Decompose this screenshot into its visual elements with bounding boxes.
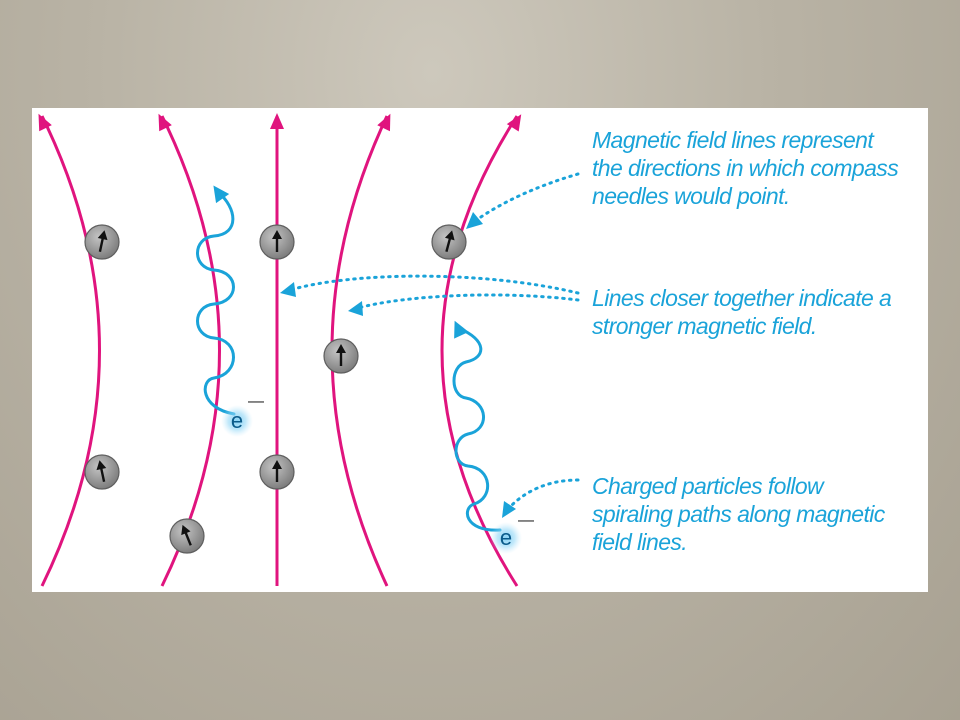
pointer-arrowhead [502,501,516,518]
caption-line: needles would point. [592,183,790,209]
magnetic-field-diagram: e — e — [38,113,580,587]
field-line-arrowheads [38,113,522,132]
electron-charge: — [248,393,264,410]
electron: e — [221,393,264,437]
field-line-arrowhead [158,113,172,132]
compass [259,224,295,260]
field-line-arrowhead [377,113,391,132]
compass-needle-icon [336,344,346,366]
caption-closer-lines: Lines closer together indicate a stronge… [592,284,892,340]
compass [259,454,295,490]
pointer-arrows [288,172,580,510]
pointer-arrow-closer-b [356,293,580,310]
field-line-arrowhead [506,114,522,132]
field-line [440,115,519,587]
caption-line: Magnetic field lines represent [592,127,874,153]
pointer-arrowhead [348,301,363,316]
compass-needle-icon [444,230,455,252]
electron-symbol: e [231,408,243,433]
electron-path-arrowhead [454,320,469,339]
caption-line: field lines. [592,529,688,555]
compass [323,338,359,374]
pointer-arrow-charged [507,478,580,510]
field-line-arrowhead [270,113,284,129]
caption-line: the directions in which compass [592,155,899,181]
electron-spiral-path [196,190,236,416]
field-line [40,115,101,587]
electron-path-arrowhead [213,185,230,204]
electron-spiral-path [452,326,502,532]
pointer-arrowhead [466,212,483,229]
electron-path-arrowheads [213,185,469,339]
field-line [160,115,221,587]
compass-needle-icon [97,230,108,253]
compass [431,224,467,260]
diagram-panel: e — e — Magnetic field lines represent t… [32,108,928,592]
caption-line: Charged particles follow [592,473,824,499]
pointer-arrowhead [280,282,296,297]
compass [84,454,120,490]
compasses [84,224,467,554]
field-lines [40,115,519,587]
compass-needle-icon [272,460,282,482]
caption-line: stronger magnetic field. [592,313,817,339]
field-line-arrowhead [38,113,52,132]
compass-needle-icon [181,524,192,546]
compass [84,224,120,260]
compass-needle-icon [272,230,282,252]
compass-needle-icon [96,460,107,483]
pointer-arrow-field-lines [473,172,580,223]
electron-symbol: e [500,525,512,550]
caption-charged-particles: Charged particles follow spiraling paths… [592,472,885,556]
electron: e — [490,512,534,554]
pointer-arrow-closer-a [288,274,580,295]
pointer-arrowheads [280,212,516,518]
electron-paths [196,190,502,532]
compass [169,518,205,554]
caption-field-lines: Magnetic field lines represent the direc… [592,126,899,210]
electron-charge: — [518,512,534,529]
caption-line: spiraling paths along magnetic [592,501,885,527]
caption-line: Lines closer together indicate a [592,285,892,311]
